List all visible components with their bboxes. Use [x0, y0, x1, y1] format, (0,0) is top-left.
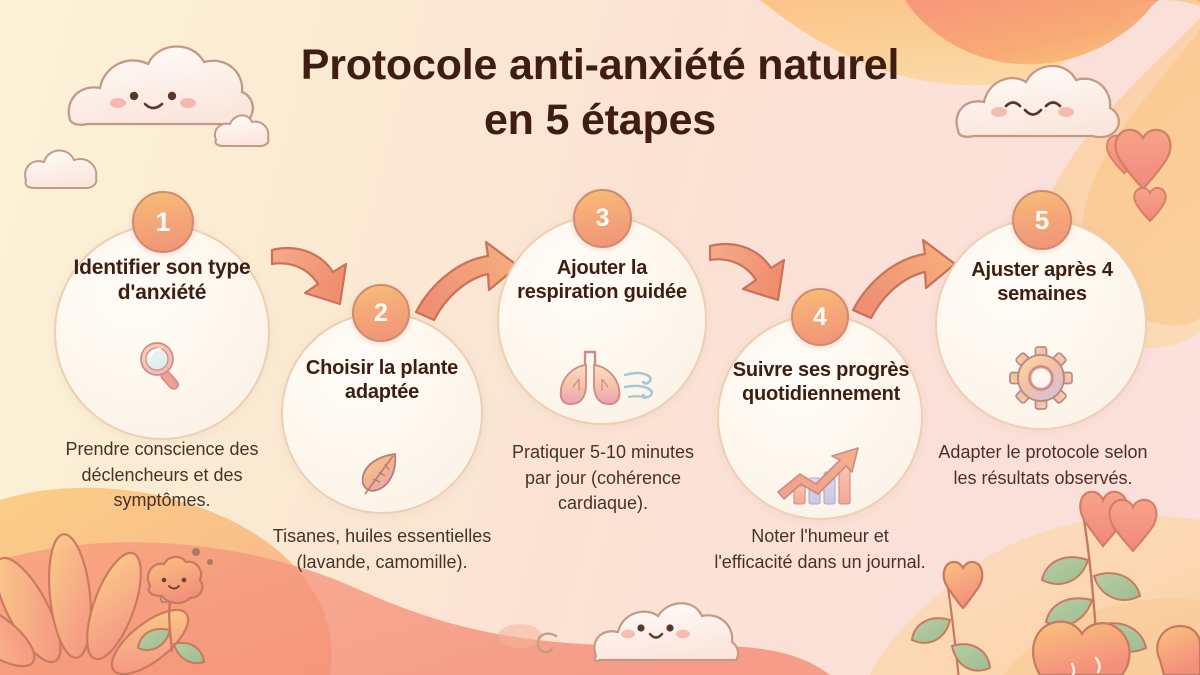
step-4-number-badge: 4 — [791, 288, 849, 346]
step-2-title: Choisir la plante adaptée — [305, 357, 459, 403]
step-5-title: Ajuster après 4 semaines — [971, 259, 1113, 305]
leaf-icon — [355, 448, 407, 500]
step-2-circle — [281, 312, 483, 514]
growth-chart-icon — [772, 444, 868, 506]
step-2-number-badge: 2 — [352, 284, 410, 342]
step-4-circle — [717, 314, 923, 520]
step-2-caption: Tisanes, huiles essentielles (lavande, c… — [272, 526, 492, 572]
page-title: Protocole anti-anxiété naturel en 5 étap… — [0, 38, 1200, 148]
step-1-number-badge: 1 — [132, 191, 194, 253]
title-line-1: Protocole anti-anxiété naturel — [300, 41, 900, 89]
step-5-number-badge: 5 — [1012, 190, 1072, 250]
step-3-number-badge: 3 — [573, 189, 632, 248]
step-3-caption: Pratiquer 5-10 minutes par jour (cohéren… — [511, 442, 695, 514]
step-5-caption: Adapter le protocole selon les résultats… — [938, 442, 1148, 488]
title-line-2: en 5 étapes — [483, 96, 717, 145]
step-4-caption: Noter l'humeur et l'efficacité dans un j… — [714, 526, 926, 572]
step-4-title: Suivre ses progrès quotidiennement — [732, 359, 910, 405]
step-1-title: Identifier son type d'anxiété — [73, 256, 251, 305]
lungs-icon — [541, 347, 663, 409]
step-3-title: Ajouter la respiration guidée — [517, 257, 687, 303]
magnifying-glass-icon — [132, 335, 192, 395]
gear-icon — [1008, 345, 1074, 411]
step-1-caption: Prendre conscience des déclencheurs et d… — [65, 439, 259, 511]
